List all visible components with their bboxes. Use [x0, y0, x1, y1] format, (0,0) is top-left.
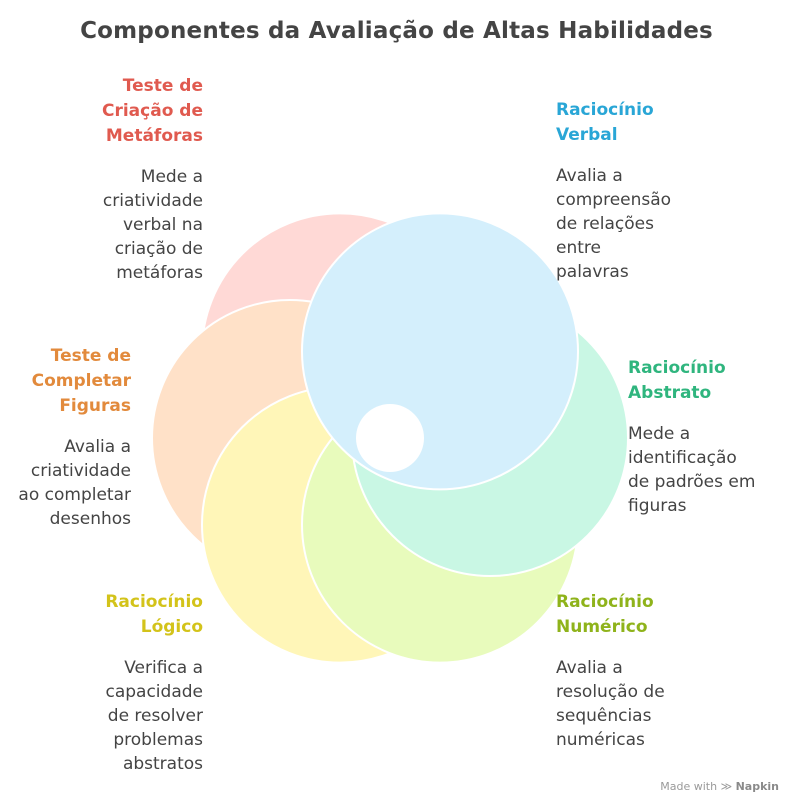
component-description: Avalia a resolução de sequências numéric…	[556, 658, 665, 750]
component-heading: Raciocínio Abstrato	[628, 358, 726, 403]
component-description: Mede a criatividade verbal na criação de…	[102, 167, 203, 283]
component-heading: Raciocínio Numérico	[556, 592, 654, 637]
petal-verbal	[301, 212, 579, 491]
component-heading: Raciocínio Verbal	[556, 100, 654, 145]
diagram-title: Componentes da Avaliação de Altas Habili…	[80, 18, 713, 44]
component-heading: Teste de Completar Figuras	[31, 346, 131, 416]
footer-prefix: Made with	[660, 780, 718, 793]
component-figure-completion-test: Teste de Completar Figuras Avalia a cria…	[0, 344, 131, 531]
napkin-logo-icon: ≫	[720, 780, 733, 793]
component-description: Mede a identificação de padrões em figur…	[628, 424, 756, 516]
component-numerical-reasoning: Raciocínio Numérico Avalia a resolução d…	[556, 590, 786, 752]
component-abstract-reasoning: Raciocínio Abstrato Mede a identificação…	[628, 356, 793, 518]
component-verbal-reasoning: Raciocínio Verbal Avalia a compreensão d…	[556, 98, 786, 284]
component-heading: Teste de Criação de Metáforas	[101, 76, 203, 146]
component-description: Verifica a capacidade de resolver proble…	[105, 658, 203, 774]
component-heading: Raciocínio Lógico	[105, 592, 203, 637]
footer-brand: Napkin	[735, 780, 779, 793]
component-metaphor-creation-test: Teste de Criação de Metáforas Mede a cri…	[0, 74, 203, 285]
component-description: Avalia a compreensão de relações entre p…	[556, 166, 672, 282]
component-description: Avalia a criatividade ao completar desen…	[18, 437, 131, 529]
made-with-napkin-badge: Made with ≫ Napkin	[660, 780, 779, 793]
component-logical-reasoning: Raciocínio Lógico Verifica a capacidade …	[0, 590, 203, 776]
